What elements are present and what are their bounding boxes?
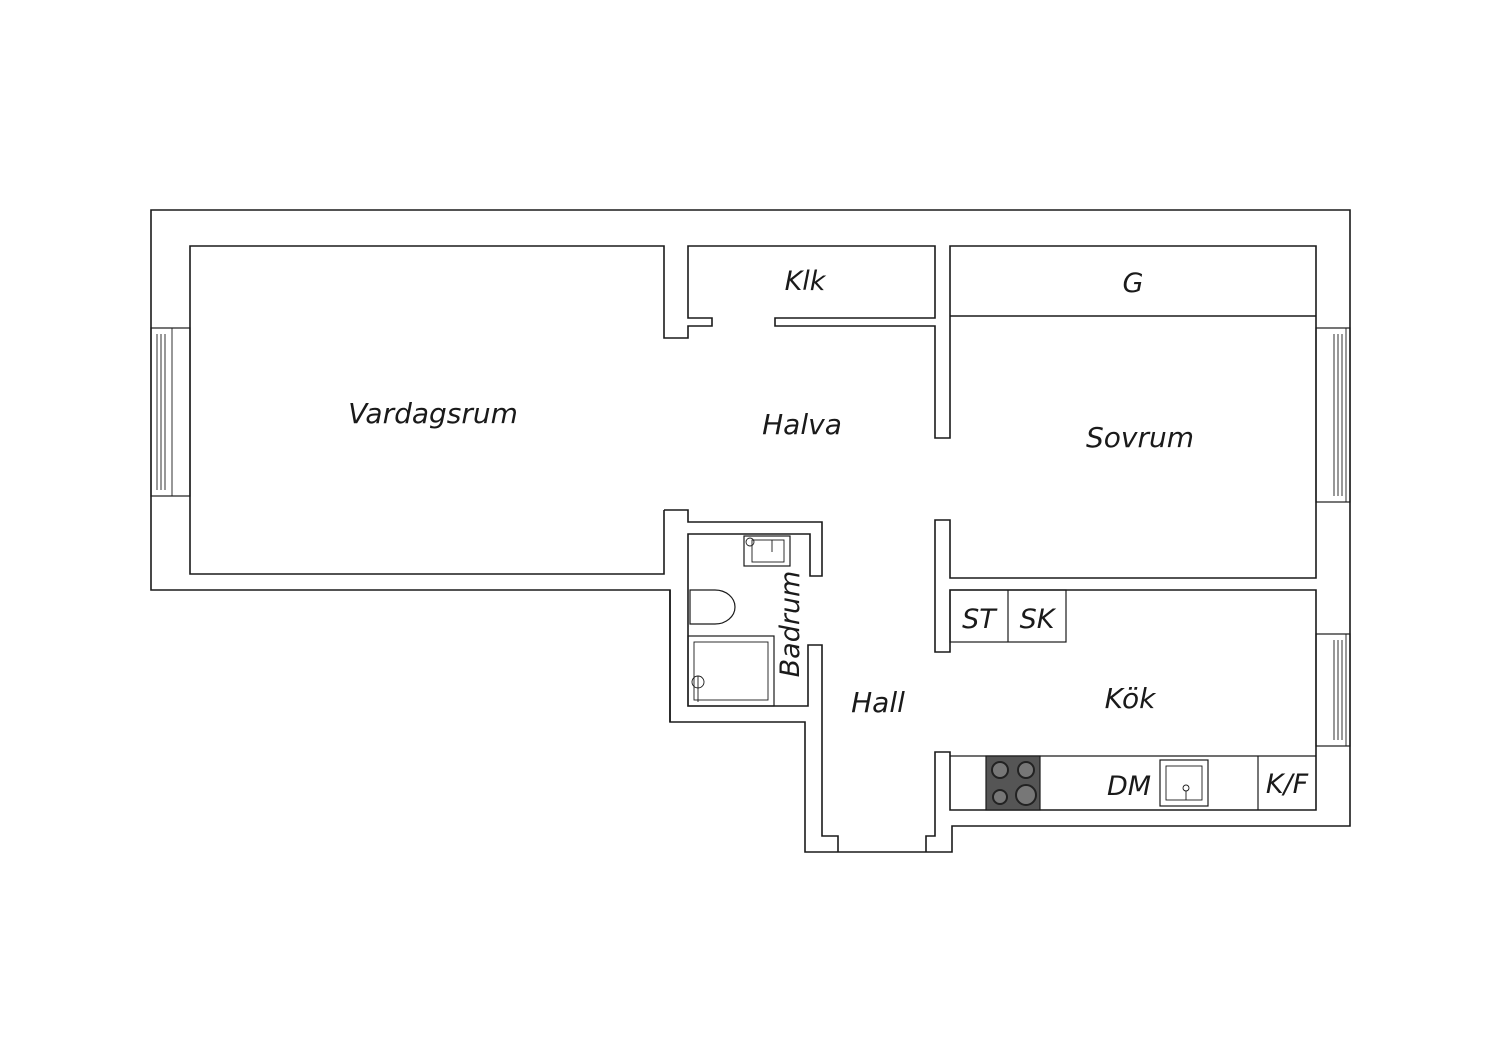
room-label-bathroom: Badrum [775,571,806,678]
kitchen-sink [1159,759,1209,807]
room-label-living: Vardagsrum [348,397,518,430]
shower [687,635,775,707]
living-room-walls [189,245,1317,852]
bathroom-sink [743,535,791,567]
fixture-label-kf: K/F [1266,769,1309,800]
window-bedroom [1315,327,1351,503]
room-label-hallway-upper: Halva [762,408,842,441]
toilet [689,589,736,625]
fixture-label-sk: SK [1020,604,1057,635]
room-label-hall: Hall [851,686,905,719]
window-left [150,327,191,497]
fixture-label-dm: DM [1107,771,1151,802]
room-label-wardrobe: G [1123,268,1144,299]
outer-wall [150,209,1351,853]
storage-closets [949,589,1067,643]
room-label-bedroom: Sovrum [1086,421,1194,454]
room-label-closet: Klk [785,266,827,297]
fixture-label-st: ST [962,604,998,635]
window-kitchen [1315,633,1351,747]
room-label-kitchen: Kök [1105,682,1157,715]
bathroom-walls [664,509,839,852]
stove [985,755,1041,811]
